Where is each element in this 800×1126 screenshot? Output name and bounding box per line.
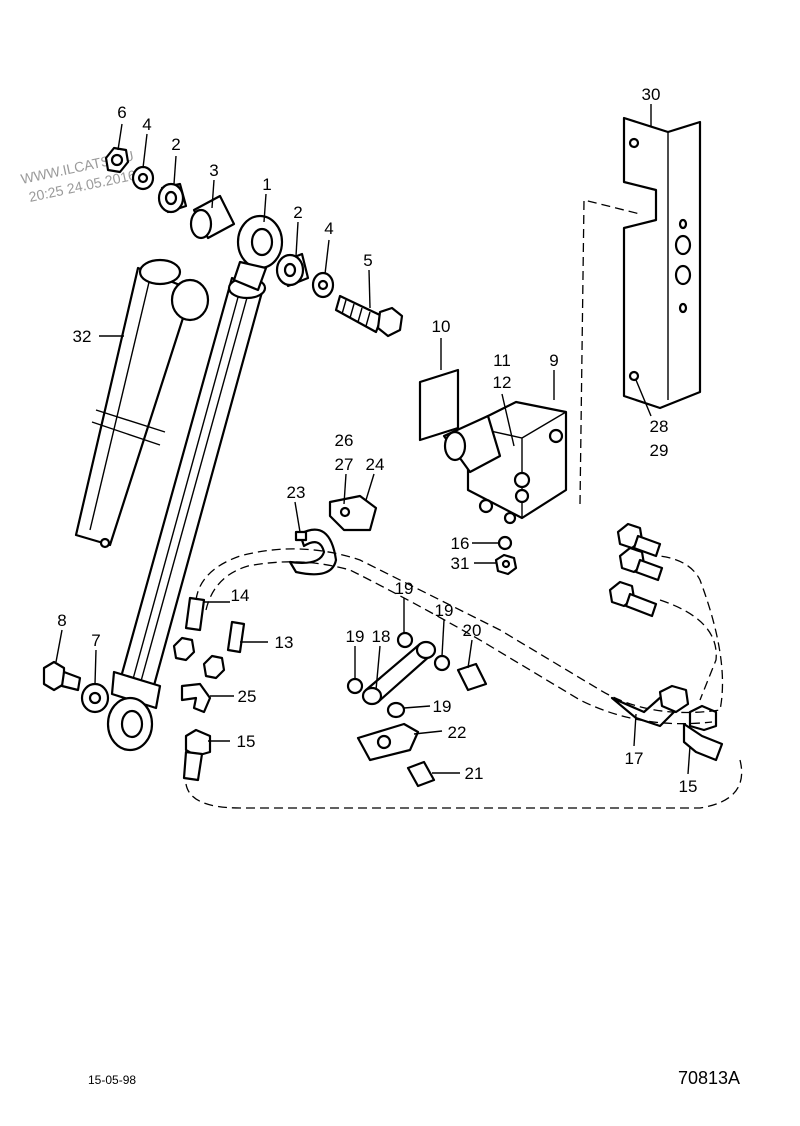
label-19-d: 19: [433, 697, 452, 716]
label-28: 28: [650, 417, 669, 436]
footer-drawing-number: 70813A: [678, 1068, 740, 1088]
label-5: 5: [363, 251, 372, 270]
nut-31[interactable]: [494, 553, 518, 576]
bushing-2-right[interactable]: [275, 252, 310, 288]
support-bracket[interactable]: [74, 258, 210, 549]
label-6: 6: [117, 103, 126, 122]
label-17: 17: [625, 749, 644, 768]
bolt-8[interactable]: [42, 660, 82, 692]
label-10: 10: [432, 317, 451, 336]
pin-20[interactable]: [456, 662, 488, 692]
label-14: 14: [231, 586, 250, 605]
label-4-top: 4: [142, 115, 151, 134]
label-4-right: 4: [324, 219, 333, 238]
leader-lines: [55, 104, 691, 775]
valve-block[interactable]: [442, 400, 568, 525]
fitting-16[interactable]: [497, 535, 513, 551]
hydraulic-cylinder[interactable]: [106, 214, 284, 752]
fitting-15-left[interactable]: [182, 728, 212, 782]
fitting-14[interactable]: [172, 596, 206, 662]
label-23: 23: [287, 483, 306, 502]
label-7: 7: [91, 631, 100, 650]
label-19-b: 19: [435, 601, 454, 620]
hose-clamp-23[interactable]: [288, 528, 338, 576]
label-2-top: 2: [171, 135, 180, 154]
label-18: 18: [372, 627, 391, 646]
clevis-22[interactable]: [356, 722, 420, 762]
label-29: 29: [650, 441, 669, 460]
label-1: 1: [262, 175, 271, 194]
label-3: 3: [209, 161, 218, 180]
label-9: 9: [549, 351, 558, 370]
label-16: 16: [451, 534, 470, 553]
label-27: 27: [335, 455, 354, 474]
washers-19[interactable]: [346, 631, 451, 719]
bolt-5[interactable]: [334, 294, 404, 338]
label-19-a: 19: [395, 579, 414, 598]
link-18[interactable]: [361, 640, 437, 706]
pin-21[interactable]: [406, 760, 436, 788]
label-31: 31: [451, 554, 470, 573]
label-21: 21: [465, 764, 484, 783]
label-24: 24: [366, 455, 385, 474]
label-11: 11: [493, 351, 511, 370]
elbow-fitting-25[interactable]: [180, 682, 212, 714]
fitting-13[interactable]: [202, 620, 246, 680]
washer-7[interactable]: [80, 682, 110, 714]
label-22: 22: [448, 723, 467, 742]
label-13: 13: [275, 633, 294, 652]
label-2-right: 2: [293, 203, 302, 222]
label-20: 20: [463, 621, 482, 640]
mounting-bracket[interactable]: [622, 116, 702, 410]
clip-24[interactable]: [328, 494, 378, 532]
pin-3[interactable]: [189, 194, 236, 240]
label-19-c: 19: [346, 627, 365, 646]
label-15-right: 15: [679, 777, 698, 796]
washer-4-top[interactable]: [131, 165, 155, 191]
elbow-fitting-17[interactable]: [610, 684, 690, 728]
bushing-2-top[interactable]: [157, 182, 188, 214]
label-plate-10: [418, 368, 460, 442]
label-15-left: 15: [237, 732, 256, 751]
washer-4-right[interactable]: [311, 271, 335, 299]
footer-date: 15-05-98: [88, 1073, 136, 1087]
label-26: 26: [335, 431, 354, 450]
hose-lines: [185, 199, 743, 809]
label-32: 32: [73, 327, 92, 346]
nut-6[interactable]: [104, 146, 130, 174]
label-12: 12: [493, 373, 512, 392]
label-25: 25: [238, 687, 257, 706]
hose-end-right-group[interactable]: [608, 522, 664, 618]
label-8: 8: [57, 611, 66, 630]
label-30: 30: [642, 85, 661, 104]
